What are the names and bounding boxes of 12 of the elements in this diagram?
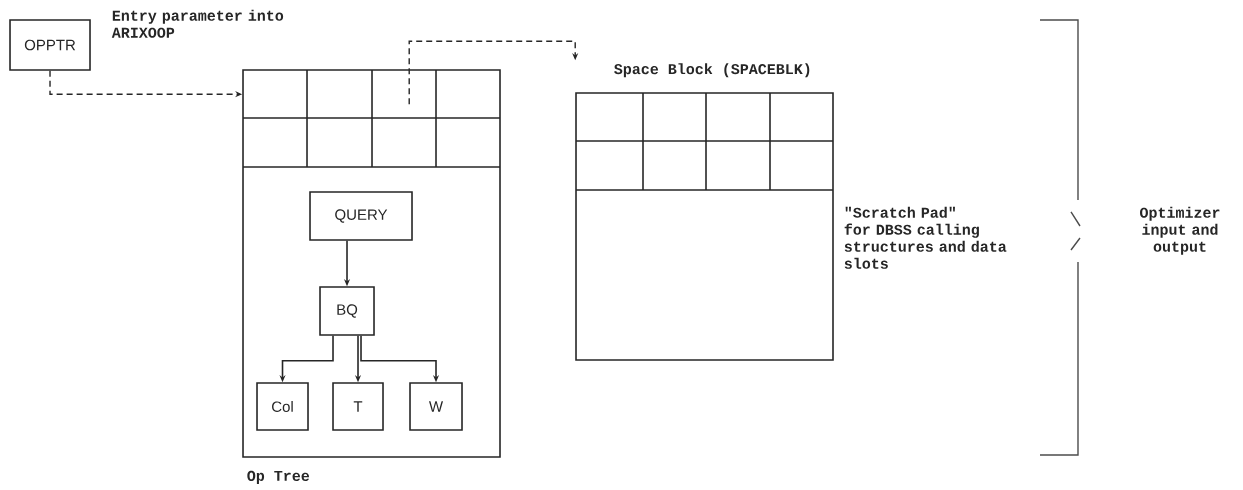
process-box: BQ	[319, 286, 375, 336]
side-label: Optimizer input and output	[1140, 206, 1220, 255]
process-box: W	[409, 382, 463, 431]
block-title: Space Block (SPACEBLK)	[614, 63, 810, 78]
annotation-text: Entry parameter into ARIXOOP	[111, 9, 284, 38]
arrow	[408, 40, 579, 105]
process-box: QUERY	[309, 191, 413, 241]
block-title: Op Tree	[247, 470, 310, 484]
annotation-text: "Scratch Pad" for DBSS calling structures and data slots	[844, 206, 1007, 269]
process-box: T	[332, 382, 384, 431]
process-box: Col	[256, 382, 309, 431]
process-box: OPPTR	[9, 19, 91, 71]
